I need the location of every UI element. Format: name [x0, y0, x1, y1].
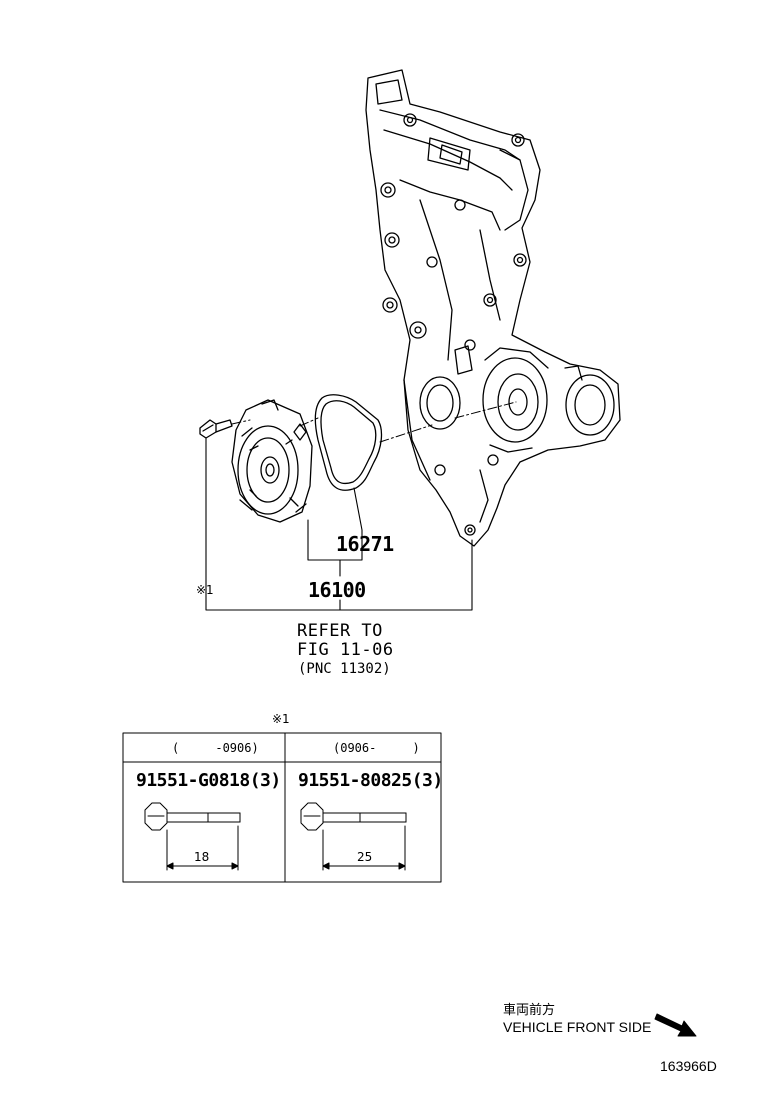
- bolt-reference-mark: ※1: [196, 583, 214, 597]
- vehicle-front-label-english: VEHICLE FRONT SIDE: [503, 1019, 652, 1035]
- bolt-drawing: [199, 419, 233, 439]
- timing-chain-cover-drawing: [365, 69, 621, 547]
- table-date-range-right: (0906- ): [333, 741, 420, 755]
- refer-fig-line: FIG 11-06: [297, 640, 394, 660]
- callout-leaders: [205, 437, 473, 611]
- water-pump-gasket-drawing: [314, 394, 383, 491]
- refer-pnc-line: (PNC 11302): [298, 661, 391, 677]
- alignment-lines: [231, 401, 517, 443]
- refer-to-line: REFER TO: [297, 621, 383, 641]
- table-part-number-left: 91551-G0818(3): [136, 770, 281, 791]
- gasket-part-number: 16271: [336, 532, 394, 556]
- bolt-spec-table: [122, 732, 442, 883]
- water-pump-part-number: 16100: [308, 578, 366, 602]
- arrow-down-right-icon: [654, 1013, 697, 1037]
- table-reference-mark: ※1: [272, 712, 290, 726]
- illustration-code: 163966D: [660, 1058, 717, 1074]
- vehicle-front-label-japanese: 車両前方: [503, 1003, 556, 1018]
- table-date-range-left: ( -0906): [172, 741, 259, 755]
- table-length-left: 18: [194, 850, 210, 864]
- table-part-number-right: 91551-80825(3): [298, 770, 443, 791]
- table-length-right: 25: [357, 850, 373, 864]
- water-pump-drawing: [231, 399, 313, 523]
